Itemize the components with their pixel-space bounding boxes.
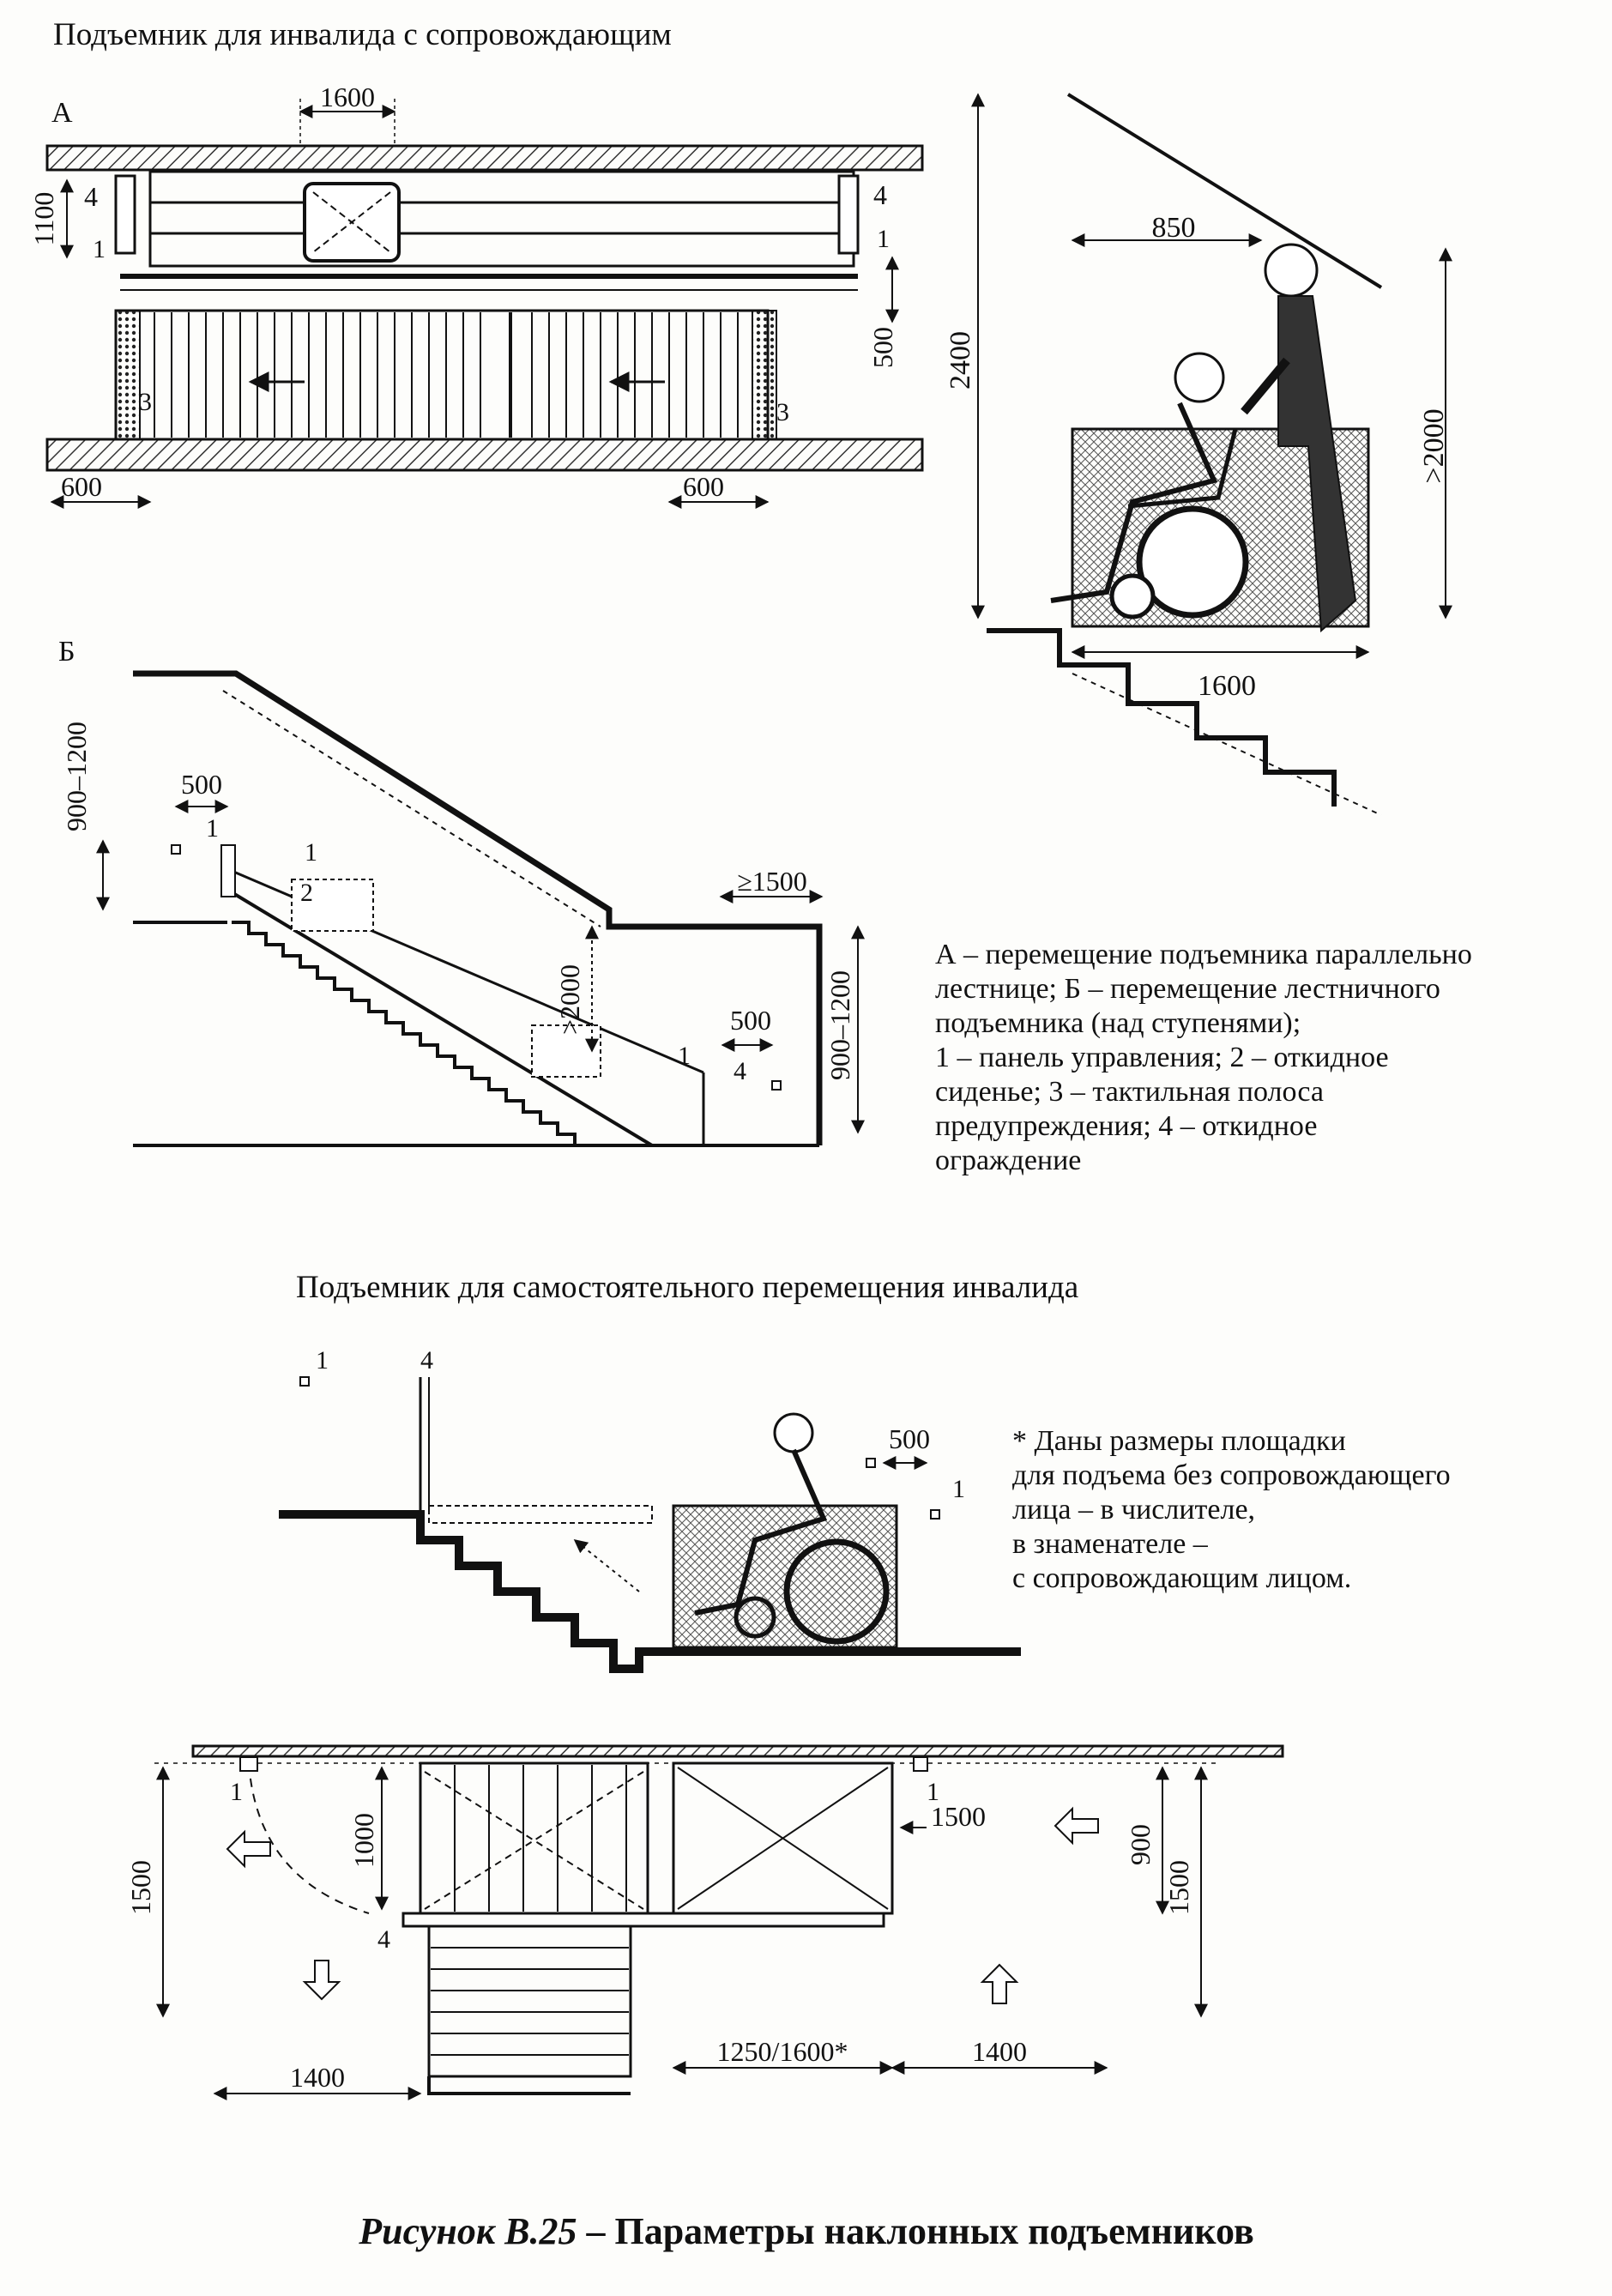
legend-line-5: сиденье; 3 – тактильная полоса: [935, 1076, 1324, 1108]
legend-line-3: подъемника (над ступенями);: [935, 1007, 1301, 1039]
tactile-strip-right: [752, 310, 777, 440]
legend-line-1: А – перемещение подъемника параллельно: [935, 939, 1472, 970]
seat-folding: [291, 879, 374, 932]
dim-600-right: 600: [683, 471, 724, 502]
dim-500-bottom: 500: [730, 1005, 771, 1036]
section-b-drawing: 900–1200 500 ≥1500 >2000 500 900–1200 1 …: [61, 670, 865, 1147]
dim-900-1200-right: 900–1200: [824, 970, 855, 1080]
section-b-label: Б: [58, 636, 75, 668]
stairs-profile: [279, 1510, 1021, 1673]
footnote: * Даны размеры площадки для подъема без …: [1012, 1425, 1451, 1594]
mark-2-seat: 2: [300, 879, 313, 907]
dim-1400-right: 1400: [972, 2036, 1027, 2067]
legend: А – перемещение подъемника параллельно л…: [935, 939, 1472, 1176]
dim-2400: 2400: [945, 331, 976, 390]
legend-line-6: предупреждения; 4 – откидное: [935, 1110, 1317, 1142]
wheelchair-wheel: [1136, 505, 1249, 619]
dim-2000-side: >2000: [1418, 408, 1450, 483]
mark-3-right: 3: [776, 398, 789, 426]
mark-1-self-left: 1: [316, 1346, 329, 1375]
mark-1-bottom: 1: [678, 1042, 691, 1070]
dim-900-1200-left: 900–1200: [61, 722, 92, 831]
arrow-left-icon-right: [1054, 1806, 1099, 1846]
legend-line-2: лестнице; Б – перемещение лестничного: [935, 973, 1440, 1005]
companion-body: [1277, 295, 1357, 633]
dim-1100: 1100: [28, 192, 59, 246]
dim-2000-section: >2000: [554, 964, 585, 1035]
mark-4-bottom: 4: [734, 1057, 746, 1085]
note-line-1: * Даны размеры площадки: [1012, 1425, 1346, 1457]
bottom-wall: [45, 438, 924, 472]
mark-1-top: 1: [206, 814, 219, 843]
note-line-5: с сопровождающим лицом.: [1012, 1562, 1351, 1594]
stair-steps: [232, 921, 577, 1145]
note-line-3: лица – в числителе,: [1012, 1494, 1255, 1526]
stair-treads: [154, 312, 739, 438]
lift-platform-self: [672, 1504, 898, 1649]
dim-500-gap: 500: [867, 327, 898, 368]
wall-top: [191, 1744, 1284, 1758]
mark-4-self: 4: [420, 1346, 433, 1375]
arrow-up-icon: [980, 1963, 1019, 2004]
section1-title: Подъемник для инвалида с сопровождающим: [53, 17, 672, 52]
tactile-strip-left: [115, 310, 141, 440]
top-wall: [45, 144, 924, 172]
bottom-plan-drawing: 1000 1500 1500 900 1500 1400 1250/1600* …: [125, 1744, 1284, 2100]
mark-3-left: 3: [139, 388, 152, 416]
mark-1-left: 1: [93, 235, 106, 263]
dim-1500-left: 1500: [125, 1860, 156, 1915]
arrow-left-icon: [226, 1829, 271, 1869]
caption-dash: –: [577, 2210, 614, 2252]
note-line-4: в знаменателе –: [1012, 1528, 1209, 1560]
dim-1400-left: 1400: [290, 2062, 345, 2093]
caption-figure-number: Рисунок В.25: [358, 2210, 577, 2252]
companion-head: [1264, 243, 1319, 298]
dim-1250-1600: 1250/1600*: [717, 2036, 848, 2067]
arrow-down-icon: [302, 1960, 341, 2001]
ceiling-line: [1066, 93, 1383, 289]
dim-1600-top: 1600: [320, 82, 375, 112]
stairs-side: [987, 628, 1337, 807]
dim-1500-arrow: 1500: [931, 1801, 986, 1832]
stair-flight-bottom: [427, 1924, 632, 2078]
dim-500-self: 500: [889, 1423, 930, 1454]
mark-1-plan-left: 1: [230, 1778, 243, 1806]
ceiling-profile: [133, 670, 823, 1145]
mark-4-plan: 4: [377, 1925, 390, 1954]
section2-title: Подъемник для самостоятельного перемещен…: [296, 1270, 1078, 1305]
legend-line-4: 1 – панель управления; 2 – откидное: [935, 1042, 1389, 1073]
figure-caption: Рисунок В.25 – Параметры наклонных подъе…: [358, 2210, 1253, 2252]
user-head: [773, 1412, 814, 1453]
mark-1-seat: 1: [305, 838, 317, 867]
note-line-2: для подъема без сопровождающего: [1012, 1459, 1451, 1491]
plan-a-drawing: 1600 1100 500 600 600 4 4 1 1 3 3: [28, 82, 924, 509]
dim-1600-side: 1600: [1198, 670, 1256, 702]
mark-1-right: 1: [877, 225, 890, 253]
door-swing: [248, 1762, 370, 1914]
mark-1-self-right: 1: [952, 1475, 965, 1503]
dim-1000: 1000: [348, 1813, 379, 1868]
mark-4-left: 4: [84, 181, 98, 212]
dim-850: 850: [1152, 212, 1196, 244]
dim-600-left: 600: [61, 471, 102, 502]
caption-text: Параметры наклонных подъемников: [614, 2210, 1253, 2252]
legend-line-7: ограждение: [935, 1145, 1081, 1176]
self-lift-drawing: 500 1 4 1: [279, 1346, 1021, 1673]
seated-person-head: [1174, 352, 1225, 403]
dim-1500-right: 1500: [1163, 1860, 1194, 1915]
side-view-drawing: 2400 850 >2000 1600: [945, 93, 1452, 816]
dim-900: 900: [1125, 1824, 1156, 1865]
plan-a-label: А: [51, 97, 73, 129]
mark-4-right: 4: [873, 179, 887, 210]
dim-500-top: 500: [181, 769, 222, 800]
dim-1500: ≥1500: [737, 866, 807, 897]
mark-1-plan-right: 1: [927, 1778, 939, 1806]
